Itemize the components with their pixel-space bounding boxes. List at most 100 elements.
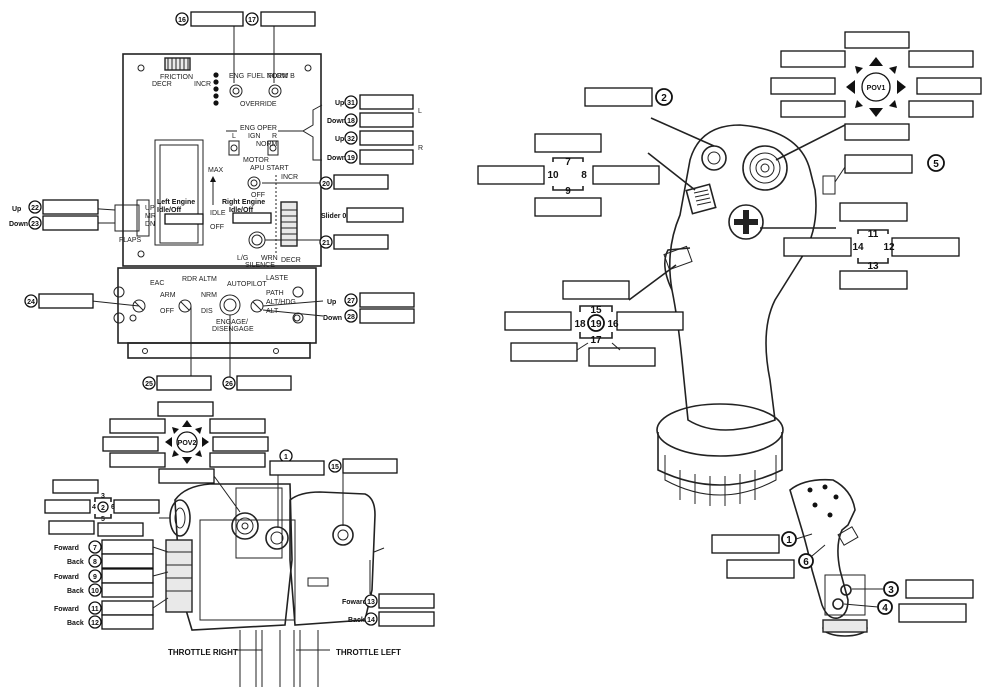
hat-16-label: 16 (607, 319, 619, 330)
gear-warn-silence-button[interactable] (248, 231, 266, 249)
pov2-box-downright[interactable] (209, 452, 266, 468)
left-engine-idle-box[interactable] (164, 213, 204, 225)
apu-switch[interactable] (247, 176, 261, 190)
callout-box-25[interactable] (156, 375, 212, 391)
hat-box-14[interactable] (783, 237, 852, 257)
hat-box-17b[interactable] (588, 347, 656, 367)
callout-box-throttle-12[interactable] (101, 614, 154, 630)
hat-9-label: 9 (565, 186, 571, 197)
pov1-box-down[interactable] (844, 123, 910, 141)
eac-switch[interactable] (132, 299, 146, 313)
callout-box-small-1[interactable] (711, 534, 780, 554)
hat-box-17a[interactable] (510, 342, 578, 362)
pov1-box-downleft[interactable] (780, 100, 846, 118)
callout-box-throttle-11[interactable] (101, 600, 154, 616)
pov2-box-upleft[interactable] (109, 418, 166, 434)
flow-switch[interactable] (268, 84, 282, 98)
callout-box-throttle-14[interactable] (378, 611, 435, 627)
callout-box-24[interactable] (38, 293, 94, 309)
pinky-switch[interactable] (822, 175, 836, 195)
hat-box-8[interactable] (592, 165, 660, 185)
right-engine-idle-box[interactable] (232, 212, 272, 224)
eng-oper-left-switch[interactable] (228, 140, 240, 156)
pov1-box-upright[interactable] (908, 50, 974, 68)
callout-box-22[interactable] (42, 199, 99, 215)
screw-icon (293, 314, 301, 322)
flaps-up-label: UP (145, 205, 155, 212)
pov1-box-right[interactable] (916, 77, 982, 95)
pov2-box-upright[interactable] (209, 418, 266, 434)
friction-wheel[interactable] (164, 57, 191, 71)
hat-box-15[interactable] (562, 280, 630, 300)
pov2-box-downleft[interactable] (109, 452, 166, 468)
hat-box-11[interactable] (839, 202, 908, 222)
hat-box-13[interactable] (839, 270, 908, 290)
hat-box-12[interactable] (891, 237, 960, 257)
pov1-box-downright[interactable] (908, 100, 974, 118)
pov1-hat[interactable] (742, 145, 788, 191)
joystick-button-2[interactable] (701, 145, 727, 171)
pov2-box-up[interactable] (157, 401, 214, 417)
slider-rail[interactable] (280, 201, 298, 247)
indicator-dot (213, 72, 219, 78)
mini-hat-box-5a[interactable] (48, 520, 95, 535)
hat-11-14[interactable] (728, 204, 764, 240)
callout-box-31[interactable] (359, 94, 414, 110)
callout-box-throttle-15[interactable] (342, 458, 398, 474)
arrow-right-icon (202, 437, 209, 447)
pov2-box-left[interactable] (102, 436, 159, 452)
callout-box-27[interactable] (359, 292, 415, 308)
callout-box-19[interactable] (359, 149, 414, 165)
callout-box-small-6[interactable] (726, 559, 795, 579)
pov1-box-left[interactable] (770, 77, 836, 95)
callout-box-28[interactable] (359, 308, 415, 324)
badge-17: 17 (248, 17, 256, 24)
autopilot-engage-button[interactable] (219, 294, 241, 316)
joystick-grip[interactable] (668, 124, 817, 431)
hat-box-16[interactable] (616, 311, 684, 331)
callout-box-17[interactable] (260, 11, 316, 27)
mini-hat-box-6[interactable] (113, 499, 160, 514)
joystick-trigger[interactable] (663, 245, 693, 271)
badge-throttle-8: 8 (93, 559, 97, 566)
callout-box-throttle-7[interactable] (101, 539, 154, 555)
mini-hat-box-4[interactable] (44, 499, 91, 514)
callout-box-5[interactable] (844, 154, 913, 174)
callout-box-20[interactable] (333, 174, 389, 190)
pov1-box-upleft[interactable] (780, 50, 846, 68)
throttle-panel-callouts: 16 17 Up 31 Down 18 Up 32 Down 19 L R 20… (9, 11, 423, 391)
hat-box-9[interactable] (534, 197, 602, 217)
callout-box-small-3[interactable] (905, 579, 974, 599)
mini-hat-6-label: 6 (111, 504, 115, 511)
pov2-box-right[interactable] (212, 436, 269, 452)
hat-7-10[interactable] (685, 183, 717, 215)
flaps-lever[interactable] (114, 204, 140, 232)
callout-box-32[interactable] (359, 130, 414, 146)
callout-box-throttle-10[interactable] (101, 582, 154, 598)
motor-label: MOTOR (243, 157, 269, 164)
callout-box-16[interactable] (190, 11, 244, 27)
hat-box-18[interactable] (504, 311, 572, 331)
slider-0-box[interactable] (346, 207, 404, 223)
mini-hat-box-5b[interactable] (97, 522, 144, 537)
hat-box-7[interactable] (534, 133, 602, 153)
mini-hat-box-3[interactable] (52, 479, 99, 494)
badge-throttle-10: 10 (91, 588, 99, 595)
callout-box-18[interactable] (359, 112, 414, 128)
hat-box-10[interactable] (477, 165, 545, 185)
norm-label: NORM (256, 141, 278, 148)
hat-14-label: 14 (852, 242, 864, 253)
callout-box-throttle-9[interactable] (101, 568, 154, 584)
pov2-box-down[interactable] (158, 468, 215, 484)
eng-switch[interactable] (229, 84, 243, 98)
callout-box-23[interactable] (42, 215, 99, 231)
callout-box-throttle-1[interactable] (269, 460, 325, 476)
callout-box-2[interactable] (584, 87, 653, 107)
callout-box-throttle-13[interactable] (378, 593, 435, 609)
eng-oper-right-switch[interactable] (267, 140, 279, 156)
callout-box-small-4[interactable] (898, 603, 967, 623)
pov1-box-up[interactable] (844, 31, 910, 49)
callout-box-21[interactable] (333, 234, 389, 250)
callout-box-26[interactable] (236, 375, 292, 391)
callout-box-throttle-8[interactable] (101, 553, 154, 569)
